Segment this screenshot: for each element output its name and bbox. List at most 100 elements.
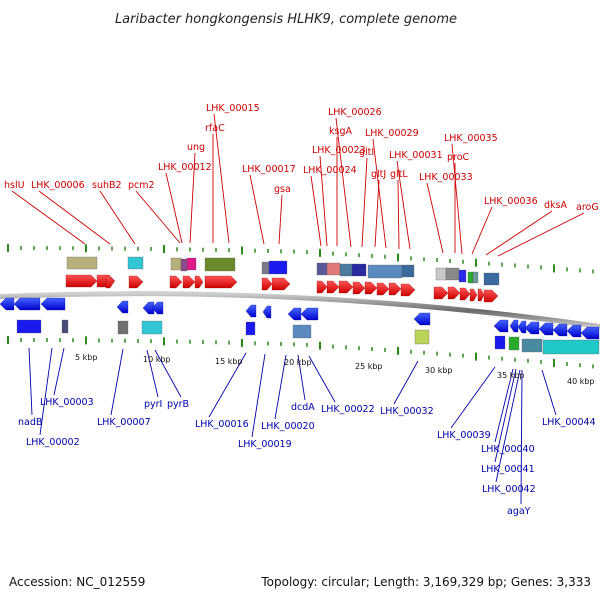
reverse-label-line: [494, 368, 517, 463]
feature-block: [367, 264, 403, 279]
reverse-label-line: [297, 354, 306, 401]
reverse-label-line: [450, 366, 496, 429]
feature-blocks: [16, 256, 600, 355]
forward-label-line: [397, 179, 400, 250]
forward-gene-label: LHK_00026: [328, 107, 382, 118]
forward-gene-arrow: [105, 275, 115, 289]
kbp-scale-label: 40 kbp: [567, 377, 595, 386]
reverse-label-line: [541, 369, 557, 416]
forward-gene-arrow: [316, 280, 328, 294]
feature-block: [435, 267, 447, 281]
reverse-gene-label: LHK_00040: [481, 444, 535, 455]
feature-block: [127, 256, 144, 270]
gene-arrows: [0, 274, 600, 340]
feature-block: [316, 262, 328, 276]
forward-label-line: [319, 155, 328, 247]
reverse-gene-arrow: [524, 321, 540, 335]
feature-block: [339, 263, 353, 277]
feature-block: [467, 271, 474, 284]
kbp-scale-label: 10 kbp: [143, 355, 171, 364]
reverse-gene-label: LHK_00019: [238, 439, 292, 450]
reverse-gene-arrow: [262, 305, 272, 319]
forward-gene-arrow: [204, 275, 238, 289]
kbp-scale-label: 35 kbp: [497, 371, 525, 380]
forward-gene-label: gltJ: [371, 169, 386, 180]
forward-gene-label: LHK_00006: [31, 180, 85, 191]
feature-block: [186, 257, 197, 271]
forward-gene-arrow: [483, 289, 499, 303]
reverse-label-line: [251, 353, 266, 438]
forward-label-line: [471, 206, 493, 255]
reverse-gene-arrow: [151, 301, 164, 315]
forward-gene-arrow: [271, 277, 291, 291]
forward-gene-label: suhB2: [92, 180, 122, 191]
feature-block: [326, 262, 341, 276]
reverse-label-line: [154, 349, 182, 398]
feature-block: [542, 339, 600, 355]
forward-label-line: [396, 160, 411, 250]
feature-block: [261, 261, 270, 275]
reverse-gene-label: LHK_00002: [26, 437, 80, 448]
reverse-label-line: [208, 352, 247, 418]
feature-block: [170, 257, 182, 271]
forward-gene-label: LHK_00035: [444, 133, 498, 144]
feature-block: [66, 256, 98, 270]
reverse-label-line: [28, 347, 33, 416]
forward-gene-label: ung: [187, 142, 205, 153]
forward-gene-label: LHK_00017: [242, 164, 296, 175]
feature-block: [472, 271, 479, 284]
feature-block: [458, 269, 467, 283]
reverse-gene-label: nadB: [18, 417, 42, 428]
forward-gene-label: rfaC: [205, 123, 225, 134]
forward-label-line: [426, 182, 444, 254]
feature-block: [494, 335, 506, 350]
forward-gene-label: LHK_00024: [303, 165, 357, 176]
feature-block: [351, 263, 367, 277]
reverse-gene-label: LHK_00042: [482, 484, 536, 495]
feature-block: [268, 260, 288, 275]
feature-block: [292, 324, 312, 339]
forward-gene-label: aroG: [576, 202, 599, 213]
forward-gene-arrow: [128, 275, 144, 289]
reverse-gene-arrow: [300, 307, 319, 321]
reverse-label-line: [53, 347, 65, 396]
reverse-gene-arrow: [13, 297, 41, 311]
reverse-label-line: [494, 368, 514, 443]
forward-label-line: [11, 190, 86, 245]
forward-label-line: [361, 157, 368, 248]
reverse-gene-label: pyrI: [144, 399, 162, 410]
forward-gene-arrow: [433, 286, 449, 300]
forward-gene-arrow: [477, 288, 485, 302]
kbp-scale-label: 5 kbp: [75, 353, 97, 362]
forward-label-line: [497, 212, 585, 257]
forward-gene-arrow: [65, 274, 98, 288]
forward-gene-label: LHK_00023: [312, 145, 366, 156]
reverse-label-lines: [28, 347, 557, 505]
forward-label-lines: [11, 113, 585, 257]
reverse-gene-arrow: [413, 312, 431, 326]
feature-block: [16, 319, 42, 334]
reverse-gene-arrow: [245, 304, 257, 318]
reverse-gene-arrow: [0, 297, 15, 311]
reverse-gene-arrow: [40, 297, 66, 311]
reverse-gene-arrow: [287, 307, 302, 321]
forward-gene-arrow: [326, 280, 340, 294]
forward-gene-label: gltL: [390, 169, 408, 180]
feature-block: [141, 320, 163, 335]
reverse-label-line: [110, 348, 124, 416]
kbp-scale-label: 20 kbp: [284, 358, 312, 367]
forward-gene-arrow: [338, 280, 354, 294]
reverse-gene-arrow: [116, 300, 129, 314]
reverse-gene-label: LHK_00007: [97, 417, 151, 428]
kbp-scale-label: 15 kbp: [215, 357, 243, 366]
reverse-gene-label: LHK_00022: [321, 404, 375, 415]
forward-label-line: [310, 175, 322, 247]
reverse-gene-label: LHK_00044: [542, 417, 596, 428]
reverse-gene-arrow: [538, 322, 554, 336]
forward-label-line: [335, 117, 352, 248]
genome-backbone: [0, 291, 600, 330]
forward-gene-arrow: [447, 286, 461, 300]
